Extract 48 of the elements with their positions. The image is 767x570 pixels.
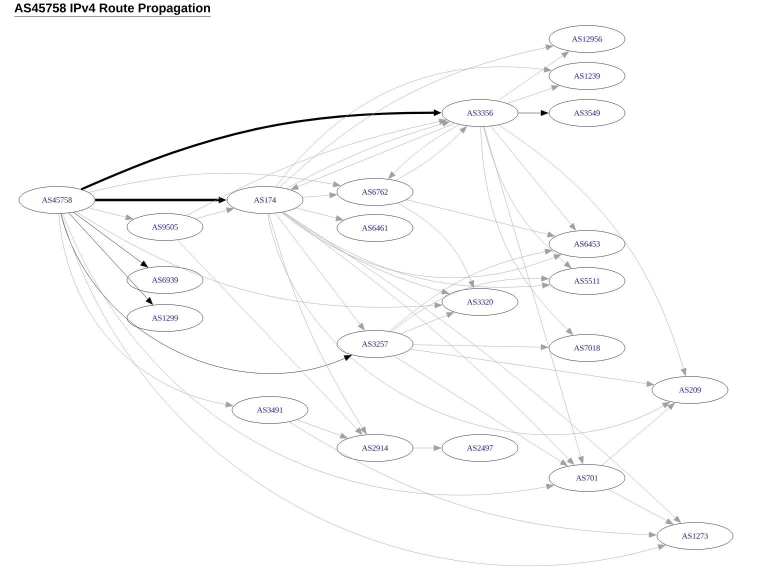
- arrow: [397, 202, 474, 288]
- arrow: [88, 173, 341, 193]
- arrow: [484, 126, 584, 464]
- arrow: [267, 213, 670, 435]
- arrow: [282, 212, 450, 294]
- arrow: [480, 126, 574, 335]
- arrow: [507, 85, 560, 104]
- arrow: [280, 212, 562, 278]
- arrow: [483, 126, 572, 268]
- arrow: [410, 348, 654, 387]
- arrow: [60, 213, 352, 374]
- arrow: [602, 402, 675, 466]
- arrow: [73, 212, 148, 268]
- arrow: [498, 124, 686, 376]
- arrow: [68, 212, 153, 305]
- arrow: [412, 344, 548, 350]
- arrow: [608, 489, 674, 525]
- arrow: [282, 212, 550, 288]
- arrow: [283, 212, 682, 524]
- arrow: [413, 445, 442, 451]
- arrow: [186, 118, 447, 216]
- arrow: [76, 212, 442, 308]
- arrow: [394, 356, 568, 466]
- arrow: [388, 124, 460, 179]
- arrow: [391, 276, 549, 332]
- arrow: [490, 126, 576, 231]
- arrow: [58, 214, 234, 408]
- arrow: [390, 248, 553, 332]
- arrow: [88, 208, 134, 220]
- arrow: [518, 110, 548, 116]
- arrow: [61, 213, 666, 566]
- arrow: [62, 213, 554, 496]
- arrow: [396, 126, 467, 181]
- arrow: [497, 51, 570, 102]
- arrow: [195, 207, 234, 219]
- arrow: [302, 192, 338, 198]
- title: AS45758 IPv4 Route Propagation: [14, 3, 211, 16]
- arrow: [400, 312, 454, 334]
- arrow: [296, 208, 344, 222]
- arrow: [268, 213, 367, 434]
- arrow: [406, 200, 556, 238]
- arrow: [279, 44, 554, 188]
- arrow: [275, 66, 552, 188]
- arrow: [282, 212, 574, 465]
- arrow: [274, 213, 365, 331]
- arrow: [289, 422, 657, 538]
- arrow: [177, 240, 362, 435]
- arrow: [296, 420, 348, 438]
